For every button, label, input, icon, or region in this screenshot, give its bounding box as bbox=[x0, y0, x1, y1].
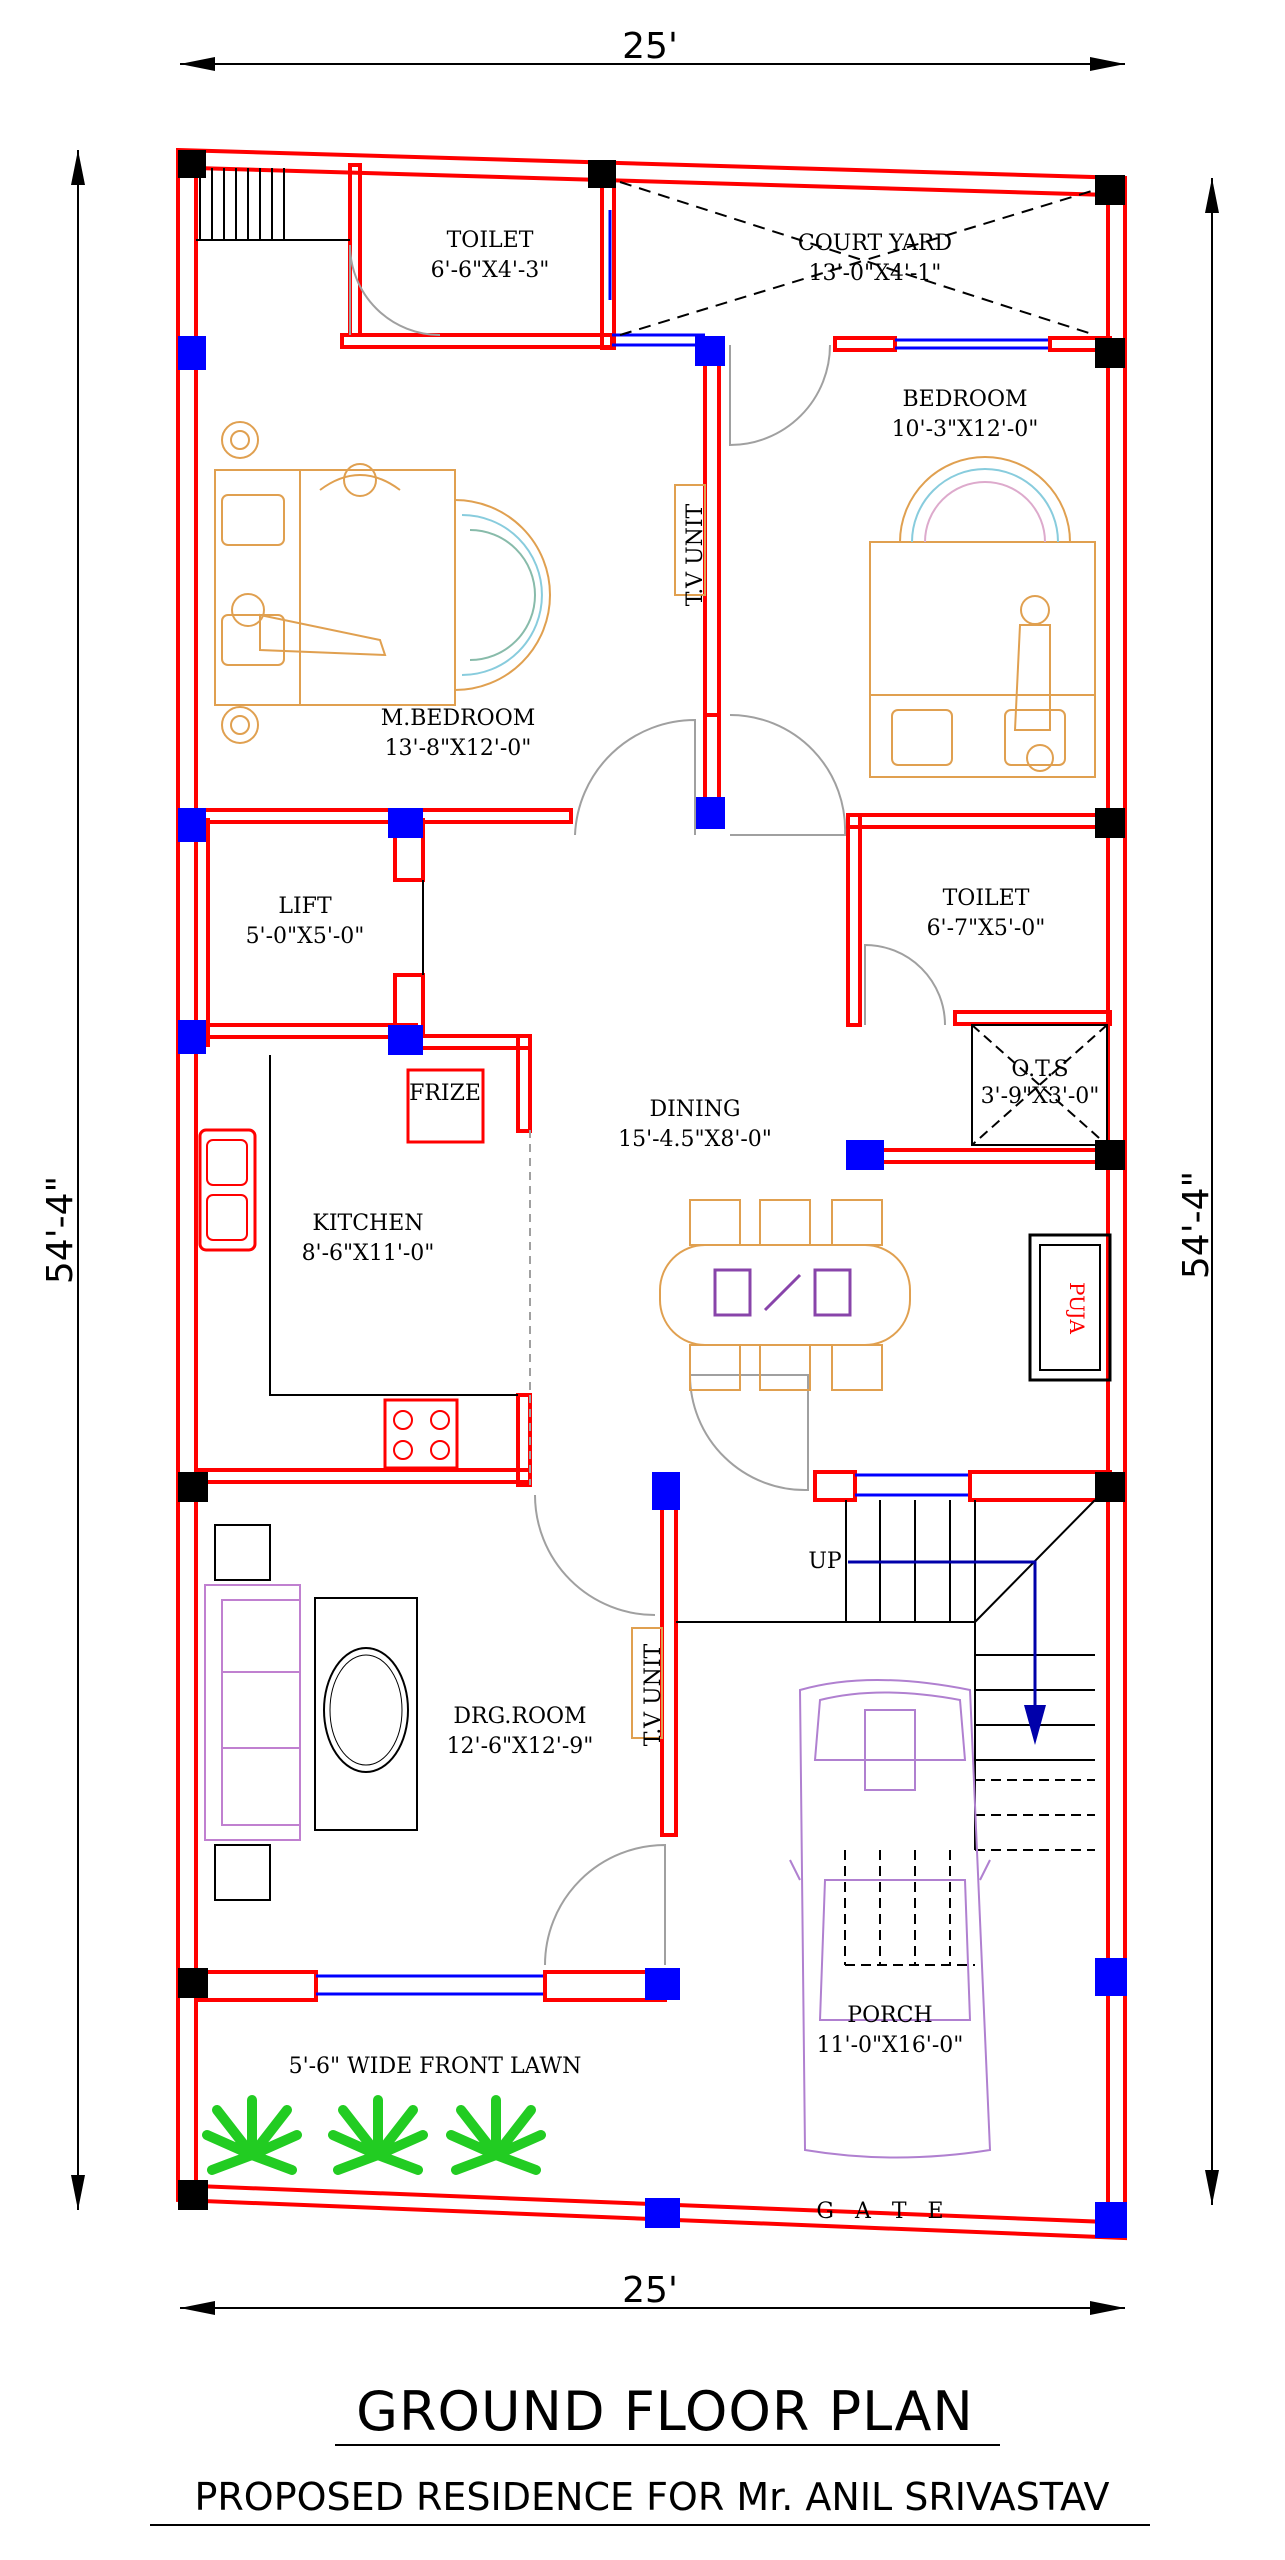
puja-label: PUJA bbox=[1065, 1282, 1089, 1334]
toilet-1-name: TOILET bbox=[447, 228, 534, 253]
dining-name: DINING bbox=[649, 1097, 740, 1122]
court-yard-cross bbox=[619, 181, 1096, 336]
bottom-width-label: 25' bbox=[622, 2270, 678, 2311]
lift-name: LIFT bbox=[278, 894, 332, 919]
bedroom-bed bbox=[869, 456, 1096, 778]
fridge-label: FRIZE bbox=[409, 1081, 481, 1106]
front-lawn-label: 5'-6" WIDE FRONT LAWN bbox=[289, 2054, 582, 2079]
plan-subtitle: PROPOSED RESIDENCE FOR Mr. ANIL SRIVASTA… bbox=[194, 2475, 1109, 2519]
ots-shaft bbox=[971, 1024, 1108, 1146]
top-dimension: 25' bbox=[180, 26, 1125, 71]
left-depth-label: 54'-4" bbox=[40, 1176, 81, 1284]
interior-walls bbox=[194, 163, 1112, 2002]
right-depth-label: 54'-4" bbox=[1176, 1171, 1217, 1279]
top-width-label: 25' bbox=[622, 26, 678, 67]
dining-size: 15'-4.5"X8'-0" bbox=[618, 1127, 772, 1152]
m-bedroom-size: 13'-8"X12'-0" bbox=[385, 736, 532, 761]
stair-up-label: UP bbox=[808, 1549, 842, 1574]
kitchen-size: 8'-6"X11'-0" bbox=[302, 1241, 435, 1266]
dining-table bbox=[659, 1199, 911, 1391]
bedroom-size: 10'-3"X12'-0" bbox=[892, 417, 1039, 442]
room-labels: TOILET 6'-6"X4'-3" COURT YARD 13'-0"X4'-… bbox=[246, 228, 1100, 2224]
bottom-dimension: 25' bbox=[180, 2270, 1125, 2315]
outer-walls bbox=[176, 147, 1127, 2241]
ots-name: O.T.S bbox=[1011, 1057, 1068, 1082]
porch-name: PORCH bbox=[847, 2003, 932, 2028]
tv-unit-label-2: T.V UNIT bbox=[641, 1643, 666, 1746]
porch-size: 11'-0"X16'-0" bbox=[817, 2033, 964, 2058]
plant-3 bbox=[446, 2095, 546, 2175]
toilet-2-name: TOILET bbox=[943, 886, 1030, 911]
lift-size: 5'-0"X5'-0" bbox=[246, 924, 365, 949]
columns bbox=[178, 150, 1127, 2238]
bedroom-name: BEDROOM bbox=[902, 387, 1027, 412]
plant-1 bbox=[202, 2095, 302, 2175]
ots-size: 3'-9"X3'-0" bbox=[981, 1084, 1100, 1109]
stair-hatch bbox=[196, 168, 350, 241]
sofa-set bbox=[204, 1524, 418, 1901]
stair-arrow bbox=[848, 1560, 1046, 1745]
court-yard-name: COURT YARD bbox=[798, 231, 952, 256]
kitchen-counter bbox=[198, 1055, 518, 1470]
master-bed bbox=[214, 421, 551, 744]
drg-room-size: 12'-6"X12'-9" bbox=[447, 1734, 594, 1759]
toilet-2-size: 6'-7"X5'-0" bbox=[927, 916, 1046, 941]
toilet-1-size: 6'-6"X4'-3" bbox=[431, 258, 550, 283]
car bbox=[789, 1679, 992, 2159]
plant-2 bbox=[328, 2095, 428, 2175]
stair-lines bbox=[676, 1499, 1096, 1966]
puja-unit: PUJA bbox=[1028, 1233, 1112, 1382]
tv-unit-label-1: T.V UNIT bbox=[683, 503, 708, 606]
title-block: GROUND FLOOR PLAN PROPOSED RESIDENCE FOR… bbox=[150, 2380, 1150, 2526]
drg-room-name: DRG.ROOM bbox=[453, 1704, 586, 1729]
kitchen-name: KITCHEN bbox=[312, 1211, 423, 1236]
tv-unit-drawing: T.V UNIT bbox=[631, 1627, 666, 1746]
right-dimension: 54'-4" bbox=[1176, 178, 1219, 2205]
tv-unit-bedroom: T.V UNIT bbox=[674, 484, 708, 606]
m-bedroom-name: M.BEDROOM bbox=[381, 706, 536, 731]
left-dimension: 54'-4" bbox=[40, 150, 85, 2210]
doors bbox=[349, 244, 946, 1966]
gate-label: G A T E bbox=[816, 2199, 943, 2224]
plan-title: GROUND FLOOR PLAN bbox=[356, 2380, 974, 2443]
court-yard-size: 13'-0"X4'-1" bbox=[809, 261, 942, 286]
